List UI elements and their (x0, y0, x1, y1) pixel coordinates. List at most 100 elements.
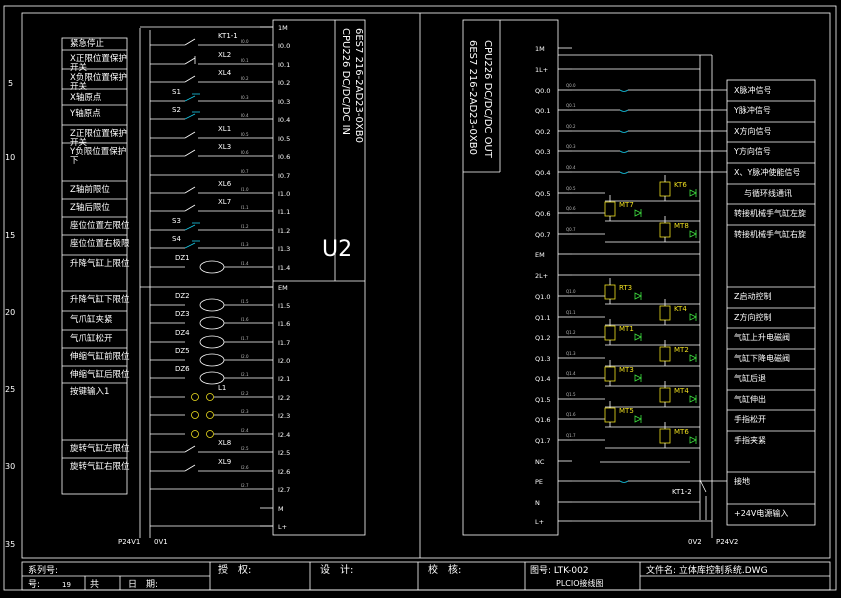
left-label-17: 按键输入1 (62, 382, 127, 397)
output-terminal-Q0-5: Q0.5 (535, 190, 550, 198)
right-label-8: Z启动控制 (727, 286, 815, 301)
right-label-5: 与循环线通讯 (727, 183, 815, 198)
right-label-text: 气缸下降电磁阀 (734, 353, 790, 363)
left-label-text: Y轴原点 (69, 108, 101, 119)
input-address-tag: I2.5 (241, 446, 249, 451)
output-terminal-Q0-1: Q0.1 (535, 107, 550, 115)
output-address-tag: Q1.1 (566, 310, 576, 315)
output-terminal-Q0-0: Q0.0 (535, 87, 550, 95)
left-label-text: 气爪缸夹紧 (70, 314, 113, 325)
output-address-tag: Q1.3 (566, 351, 576, 356)
left-label-text: Z轴后限位 (70, 202, 110, 213)
input-terminal-I1-6: I1.6 (278, 320, 290, 328)
input-address-tag: I2.4 (241, 428, 249, 433)
input-terminal-I0-2: I0.2 (278, 79, 290, 87)
output-address-tag: Q0.0 (566, 83, 576, 88)
input-terminal-I2-1: I2.1 (278, 375, 290, 383)
left-label-text: 升降气缸下限位 (70, 294, 130, 305)
output-address-tag: Q0.7 (566, 227, 576, 232)
title-series: 系列号: (28, 564, 58, 576)
output-terminal-Q1-3: Q1.3 (535, 355, 550, 363)
title-number-value: 19 (62, 581, 71, 589)
input-terminal-I2-5: I2.5 (278, 449, 290, 457)
input-device-XL7: XL7 (218, 198, 231, 206)
power-label-out-right: P24V2 (716, 538, 738, 546)
output-address-tag: Q1.6 (566, 412, 576, 417)
left-label-text: Z轴前限位 (70, 184, 110, 195)
title-design: 设 计: (320, 563, 353, 576)
left-label-12: 升降气缸下限位 (62, 290, 130, 305)
ruler-20: 20 (5, 308, 15, 317)
output-row-5: Q0.3 (566, 144, 727, 153)
input-address-tag: I0.3 (241, 95, 249, 100)
right-label-12: 气缸后退 (727, 368, 815, 383)
right-label-text: 气缸伸出 (734, 394, 766, 404)
output-terminal-2Lplus: 2L+ (535, 272, 548, 280)
input-address-tag: I0.6 (241, 150, 249, 155)
left-label-18: 旋转气缸左限位 (62, 439, 130, 454)
left-label-text: X正限位置保护 (70, 53, 127, 64)
input-terminal-I1-2: I1.2 (278, 227, 290, 235)
left-label-text: 伸缩气缸后限位 (70, 369, 130, 380)
right-label-17: +24V电源输入 (727, 503, 815, 518)
left-label-text: 座位位置右极限 (70, 238, 130, 249)
output-terminal-Q1-6: Q1.6 (535, 416, 550, 424)
input-terminal-I2-4: I2.4 (278, 431, 290, 439)
right-label-11: 气缸下降电磁阀 (727, 348, 815, 363)
input-address-tag: I0.5 (241, 132, 249, 137)
left-label-3: X轴原点 (62, 88, 127, 103)
left-label-text: X负限位置保护 (70, 72, 127, 83)
input-device-XL8: XL8 (218, 439, 231, 447)
input-terminal-I0-0: I0.0 (278, 42, 290, 50)
right-label-13: 气缸伸出 (727, 389, 815, 404)
left-label-text: 旋转气缸右限位 (70, 461, 130, 472)
left-label-8: Z轴后限位 (62, 198, 127, 213)
output-terminal-Lplus: L+ (535, 518, 544, 526)
right-label-6: 转接机械手气缸左旋 (727, 203, 815, 218)
left-label-16: 伸缩气缸后限位 (62, 365, 130, 380)
output-terminal-Q1-0: Q1.0 (535, 293, 550, 301)
right-label-9: Z方向控制 (727, 307, 815, 322)
output-device-KT1-2: KT1-2 (672, 488, 692, 496)
right-label-text: 手指松开 (734, 414, 766, 424)
input-terminal-I1-5: I1.5 (278, 302, 290, 310)
input-address-tag: I0.1 (241, 58, 249, 63)
power-label-in-left: P24V1 (118, 538, 140, 546)
output-terminal-labels: 1M1L+Q0.0Q0.1Q0.2Q0.3Q0.4Q0.5Q0.6Q0.7EM2… (535, 45, 572, 526)
output-address-tag: Q0.1 (566, 103, 576, 108)
input-terminal-I2-7: I2.7 (278, 486, 290, 494)
left-label-text: 开关 (70, 62, 88, 73)
input-address-tag: I0.4 (241, 113, 249, 118)
input-device-DZ3: DZ3 (175, 310, 190, 318)
input-terminal-I0-5: I0.5 (278, 135, 290, 143)
input-address-tag: I1.1 (241, 205, 249, 210)
input-address-tag: I2.6 (241, 465, 249, 470)
right-label-text: 气缸上升电磁阀 (734, 332, 790, 342)
left-label-0: 紧急停止 (70, 38, 105, 49)
title-date-label: 日 期: (128, 579, 158, 590)
input-address-tag: I1.3 (241, 242, 249, 247)
left-label-text: 升降气缸上限位 (70, 258, 130, 269)
right-label-3: Y方向信号 (727, 141, 815, 156)
output-address-tag: Q0.5 (566, 186, 576, 191)
ruler-15: 15 (5, 231, 15, 240)
output-row-2: Q0.0 (566, 83, 727, 92)
left-label-19: 旋转气缸右限位 (62, 457, 130, 472)
input-terminal-I0-3: I0.3 (278, 98, 290, 106)
right-label-1: Y脉冲信号 (727, 100, 815, 115)
input-terminal-Lplus: L+ (278, 523, 287, 531)
output-address-tag: Q0.3 (566, 144, 576, 149)
output-row-6: Q0.4 (566, 165, 727, 174)
right-label-text: 与循环线通讯 (744, 188, 792, 198)
